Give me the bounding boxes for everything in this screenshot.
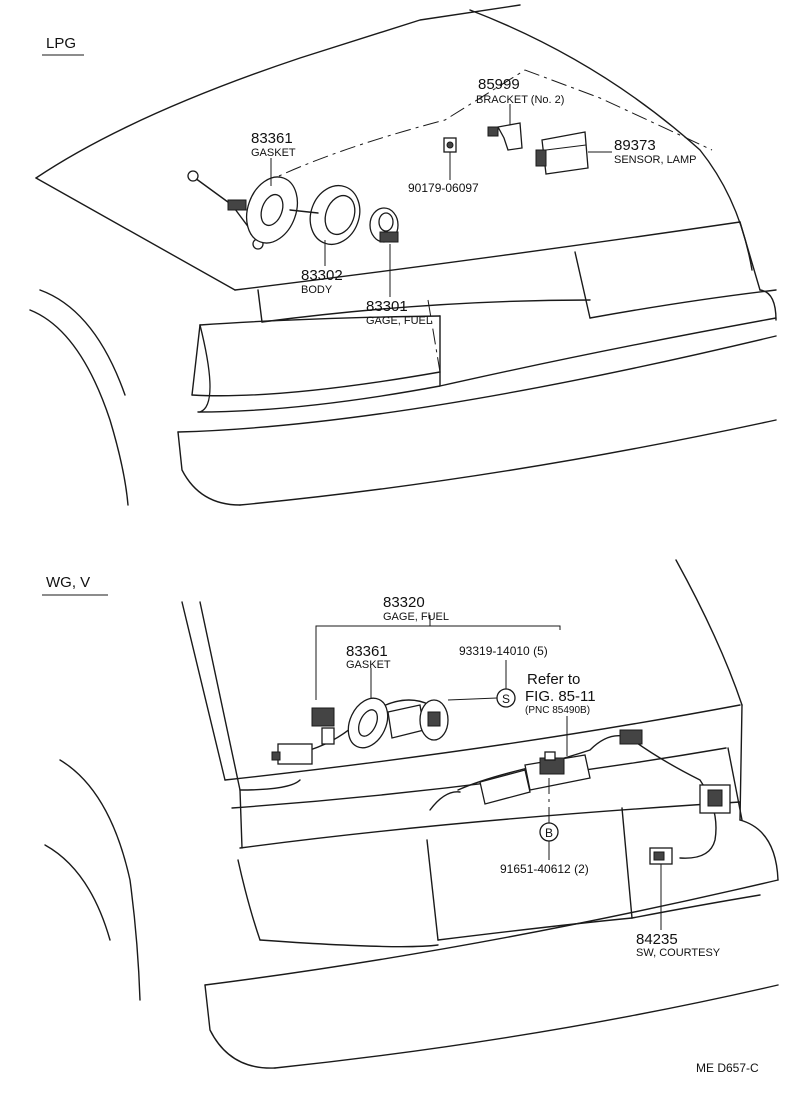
wire-left-end	[429, 791, 461, 811]
connector-block-part	[271, 743, 313, 765]
callout-83361a-name: GASKET	[251, 147, 296, 159]
section-label-lpg: LPG	[46, 35, 76, 52]
callout-90179-number: 90179-06097	[408, 181, 479, 195]
callout-83361a-number: 83361	[251, 130, 293, 147]
fuel-gage-unit-part	[311, 699, 449, 745]
callout-83301-number: 83301	[366, 298, 408, 315]
callout-83361b-number: 83361	[346, 643, 388, 660]
nut-part-90179	[443, 137, 457, 153]
wgv-section: WG, V	[42, 559, 779, 1075]
diagram-code: ME D657-C	[696, 1061, 759, 1075]
connector-right-part	[619, 729, 731, 814]
gage-part-83301	[369, 207, 399, 243]
sensor-part-89373	[535, 131, 589, 175]
callout-89373-number: 89373	[614, 137, 656, 154]
callout-84235-name: SW, COURTESY	[636, 947, 721, 959]
callout-85999-name: BRACKET (No. 2)	[476, 94, 564, 106]
bracket-part-85999	[487, 122, 523, 151]
body-part-83302	[289, 184, 361, 246]
callout-83301-name: GAGE, FUEL	[366, 315, 432, 327]
marker-b: B	[539, 822, 559, 842]
callout-83320-number: 83320	[383, 594, 425, 611]
ref-line2: FIG. 85-11	[525, 688, 596, 705]
callout-85999-number: 85999	[478, 76, 520, 93]
leader-83320-bracket	[315, 625, 561, 700]
callout-83320-name: GAGE, FUEL	[383, 611, 449, 623]
leader-93319-to-part	[447, 697, 498, 701]
callout-91651-number: 91651-40612 (2)	[500, 862, 589, 876]
marker-b-label: B	[545, 826, 553, 840]
section-label-wgv: WG, V	[46, 574, 90, 591]
callout-89373-name: SENSOR, LAMP	[614, 154, 697, 166]
gasket-part-83361b	[347, 697, 389, 749]
callout-84235-number: 84235	[636, 931, 678, 948]
ref-line1: Refer to	[527, 671, 580, 688]
car-rear-outline-lpg	[29, 4, 777, 506]
marker-s: S	[496, 688, 516, 708]
callout-83302-name: BODY	[301, 284, 333, 296]
lpg-section: LPG	[29, 4, 777, 506]
courtesy-switch-part-84235	[649, 847, 673, 865]
marker-s-label: S	[502, 692, 510, 706]
callout-83361b-name: GASKET	[346, 659, 391, 671]
callout-93319-number: 93319-14010 (5)	[459, 644, 548, 658]
assembly-line-lpg	[259, 69, 713, 186]
callout-83302-number: 83302	[301, 267, 343, 284]
car-rear-outline-wgv	[44, 559, 779, 1069]
lock-actuator-part	[479, 751, 591, 805]
gasket-part-83361	[245, 176, 299, 244]
ref-line3: (PNC 85490B)	[525, 705, 590, 716]
